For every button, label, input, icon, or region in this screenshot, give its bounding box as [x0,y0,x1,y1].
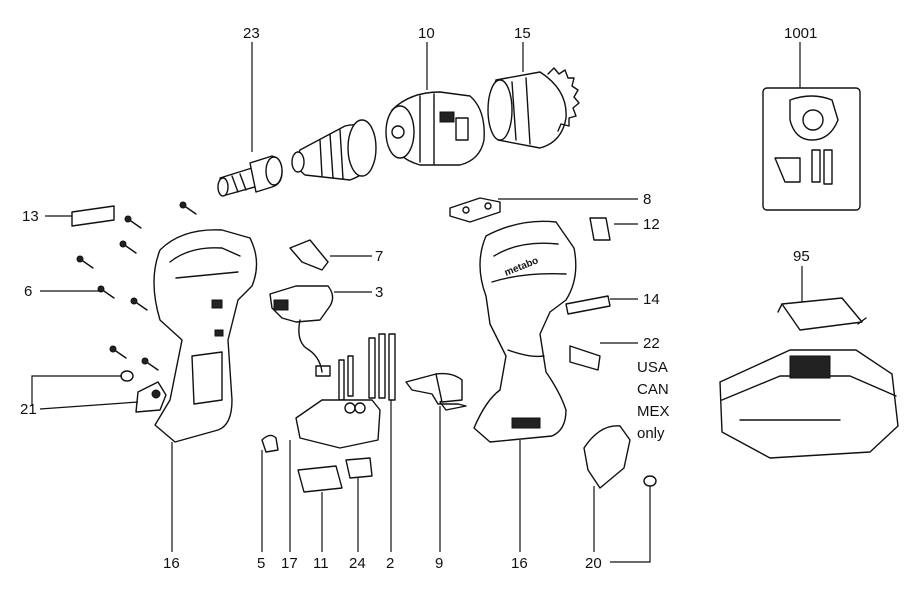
part-11-label [297,465,343,493]
part-16-right-housing: metabo [473,220,577,443]
part-24-contact [345,457,373,479]
label-95: 95 [793,248,810,265]
label-23: 23 [243,25,260,42]
part-20-belt-clip [583,425,657,489]
label-12: 12 [643,216,660,233]
label-13: 13 [22,208,39,225]
label-16-right: 16 [511,555,528,572]
part-1001-module-box [762,87,861,211]
part-23-spindle [217,155,283,197]
label-7: 7 [375,248,383,265]
part-chuck [291,119,377,181]
label-11: 11 [313,555,329,572]
part-number-labels: 23 10 15 1001 13 6 21 7 3 8 12 14 22 USA… [20,25,817,572]
part-3-switch [269,285,334,377]
label-9: 9 [435,555,443,572]
note-only: only [637,425,665,442]
label-16-left: 16 [163,555,180,572]
label-21: 21 [20,401,37,418]
note-can: CAN [637,381,669,398]
note-usa: USA [637,359,668,376]
part-14-label [565,295,611,315]
part-16-left-housing [153,229,258,443]
battery-pack [719,349,899,459]
label-24: 24 [349,555,366,572]
part-12-label [589,217,611,241]
label-20: 20 [585,555,602,572]
part-9-bracket [405,372,467,411]
part-5-clip [261,434,279,453]
note-mex: MEX [637,403,670,420]
label-8: 8 [643,191,651,208]
part-22-label [569,345,601,371]
label-14: 14 [643,291,660,308]
label-5: 5 [257,555,265,572]
label-1001: 1001 [784,25,817,42]
part-6-screws [76,201,197,371]
part-21-screw-and-clip [120,370,167,413]
label-15: 15 [514,25,531,42]
part-8-plate [449,197,501,223]
leader-lines [31,42,803,563]
label-3: 3 [375,284,383,301]
label-17: 17 [281,555,298,572]
part-13-label [71,205,115,227]
part-10-gearbox [385,91,485,166]
part-2-rods [338,333,396,401]
label-2: 2 [386,555,394,572]
part-15-motor [487,67,580,149]
part-17-board [295,399,381,449]
label-22: 22 [643,335,660,352]
label-6: 6 [24,283,32,300]
part-95-cover-plate [777,297,867,331]
part-7-switch-cover [289,239,329,271]
label-10: 10 [418,25,435,42]
